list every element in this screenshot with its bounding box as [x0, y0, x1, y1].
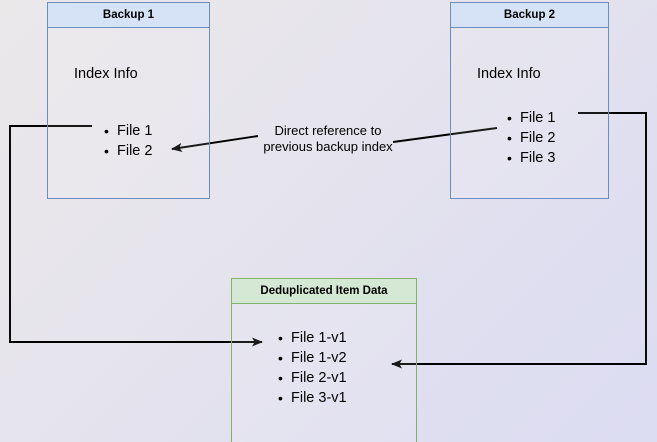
- list-item: File 3-v1: [278, 388, 347, 408]
- list-item: File 3: [507, 148, 556, 168]
- node-dedup-header: Deduplicated Item Data: [232, 279, 416, 304]
- list-item: File 2: [507, 128, 556, 148]
- node-backup-2-file-list: File 1 File 2 File 3: [503, 108, 556, 168]
- node-backup-2-body: Index Info File 1 File 2 File 3: [451, 28, 608, 198]
- list-item: File 1-v1: [278, 328, 347, 348]
- node-backup-2-header: Backup 2: [451, 3, 608, 28]
- node-dedup-body: File 1-v1 File 1-v2 File 2-v1 File 3-v1: [232, 304, 416, 442]
- list-item: File 2: [104, 141, 153, 161]
- node-deduplicated-item-data[interactable]: Deduplicated Item Data File 1-v1 File 1-…: [231, 278, 417, 442]
- node-backup-1-header: Backup 1: [48, 3, 209, 28]
- list-item: File 1: [507, 108, 556, 128]
- annotation-direct-reference: Direct reference to previous backup inde…: [246, 123, 410, 155]
- node-backup-2-index-label: Index Info: [477, 66, 541, 82]
- list-item: File 2-v1: [278, 368, 347, 388]
- node-backup-1-index-label: Index Info: [74, 66, 138, 82]
- list-item: File 1: [104, 121, 153, 141]
- node-backup-1[interactable]: Backup 1 Index Info File 1 File 2: [47, 2, 210, 199]
- node-dedup-file-list: File 1-v1 File 1-v2 File 2-v1 File 3-v1: [274, 328, 347, 408]
- annotation-direct-reference-line-1: Direct reference to: [274, 123, 382, 138]
- list-item: File 1-v2: [278, 348, 347, 368]
- node-backup-1-body: Index Info File 1 File 2: [48, 28, 209, 198]
- node-backup-1-file-list: File 1 File 2: [100, 121, 153, 161]
- annotation-direct-reference-line-2: previous backup index: [263, 139, 393, 154]
- node-backup-2[interactable]: Backup 2 Index Info File 1 File 2 File 3: [450, 2, 609, 199]
